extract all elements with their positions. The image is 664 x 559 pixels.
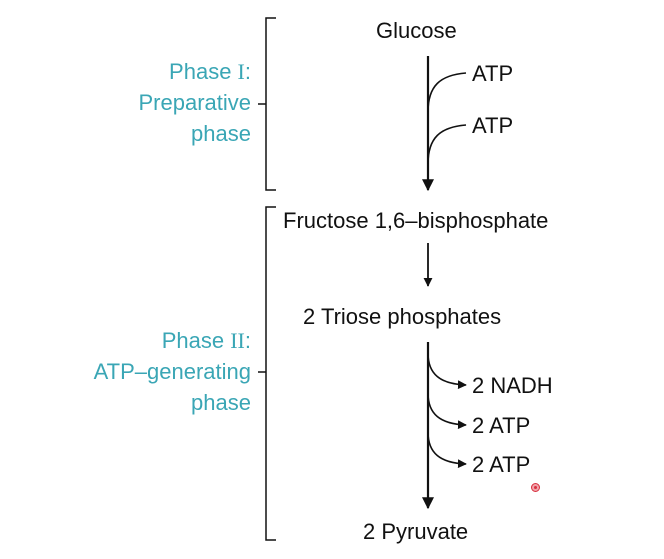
phase-1-title: Phase I: <box>138 56 251 87</box>
cursor-marker-icon <box>531 483 540 492</box>
curve-atp-output-2 <box>427 431 467 469</box>
node-fructose-bisphosphate: Fructose 1,6–bisphosphate <box>283 208 549 233</box>
phase-2-title: Phase II: <box>94 325 251 356</box>
curve-nadh-output <box>427 352 467 390</box>
phase-1-colon: : <box>244 59 251 84</box>
phase-1-subtitle: Preparative <box>138 90 251 115</box>
phase-1-name: Phase <box>169 59 238 84</box>
node-glucose: Glucose <box>376 18 457 43</box>
branch-atp-output-2: 2 ATP <box>472 452 531 477</box>
node-triose-phosphates: 2 Triose phosphates <box>303 304 502 329</box>
phase-2-name: Phase <box>161 328 231 353</box>
phase-2-subtitle: ATP–generating <box>93 359 251 384</box>
node-pyruvate: 2 Pyruvate <box>363 519 469 544</box>
phase-1-label: Phase I: Preparative phase <box>138 56 251 149</box>
phase-2-word: phase <box>191 390 251 415</box>
branch-nadh-output: 2 NADH <box>472 373 553 398</box>
phase-1-word: phase <box>191 121 251 146</box>
curve-atp-input-2 <box>427 124 467 165</box>
phase-2-colon: : <box>244 328 251 353</box>
branch-atp-output-1: 2 ATP <box>472 413 531 438</box>
phase-1-number: I <box>237 59 245 84</box>
phase-2-bracket <box>258 206 276 541</box>
phase-2-number: II <box>230 328 245 353</box>
curve-atp-input-1 <box>427 72 467 113</box>
phase-1-bracket <box>258 17 276 191</box>
phase-2-label: Phase II: ATP–generating phase <box>94 325 251 418</box>
branch-atp-input-2: ATP <box>472 113 514 138</box>
curve-atp-output-1 <box>427 392 467 430</box>
branch-atp-input-1: ATP <box>472 61 514 86</box>
